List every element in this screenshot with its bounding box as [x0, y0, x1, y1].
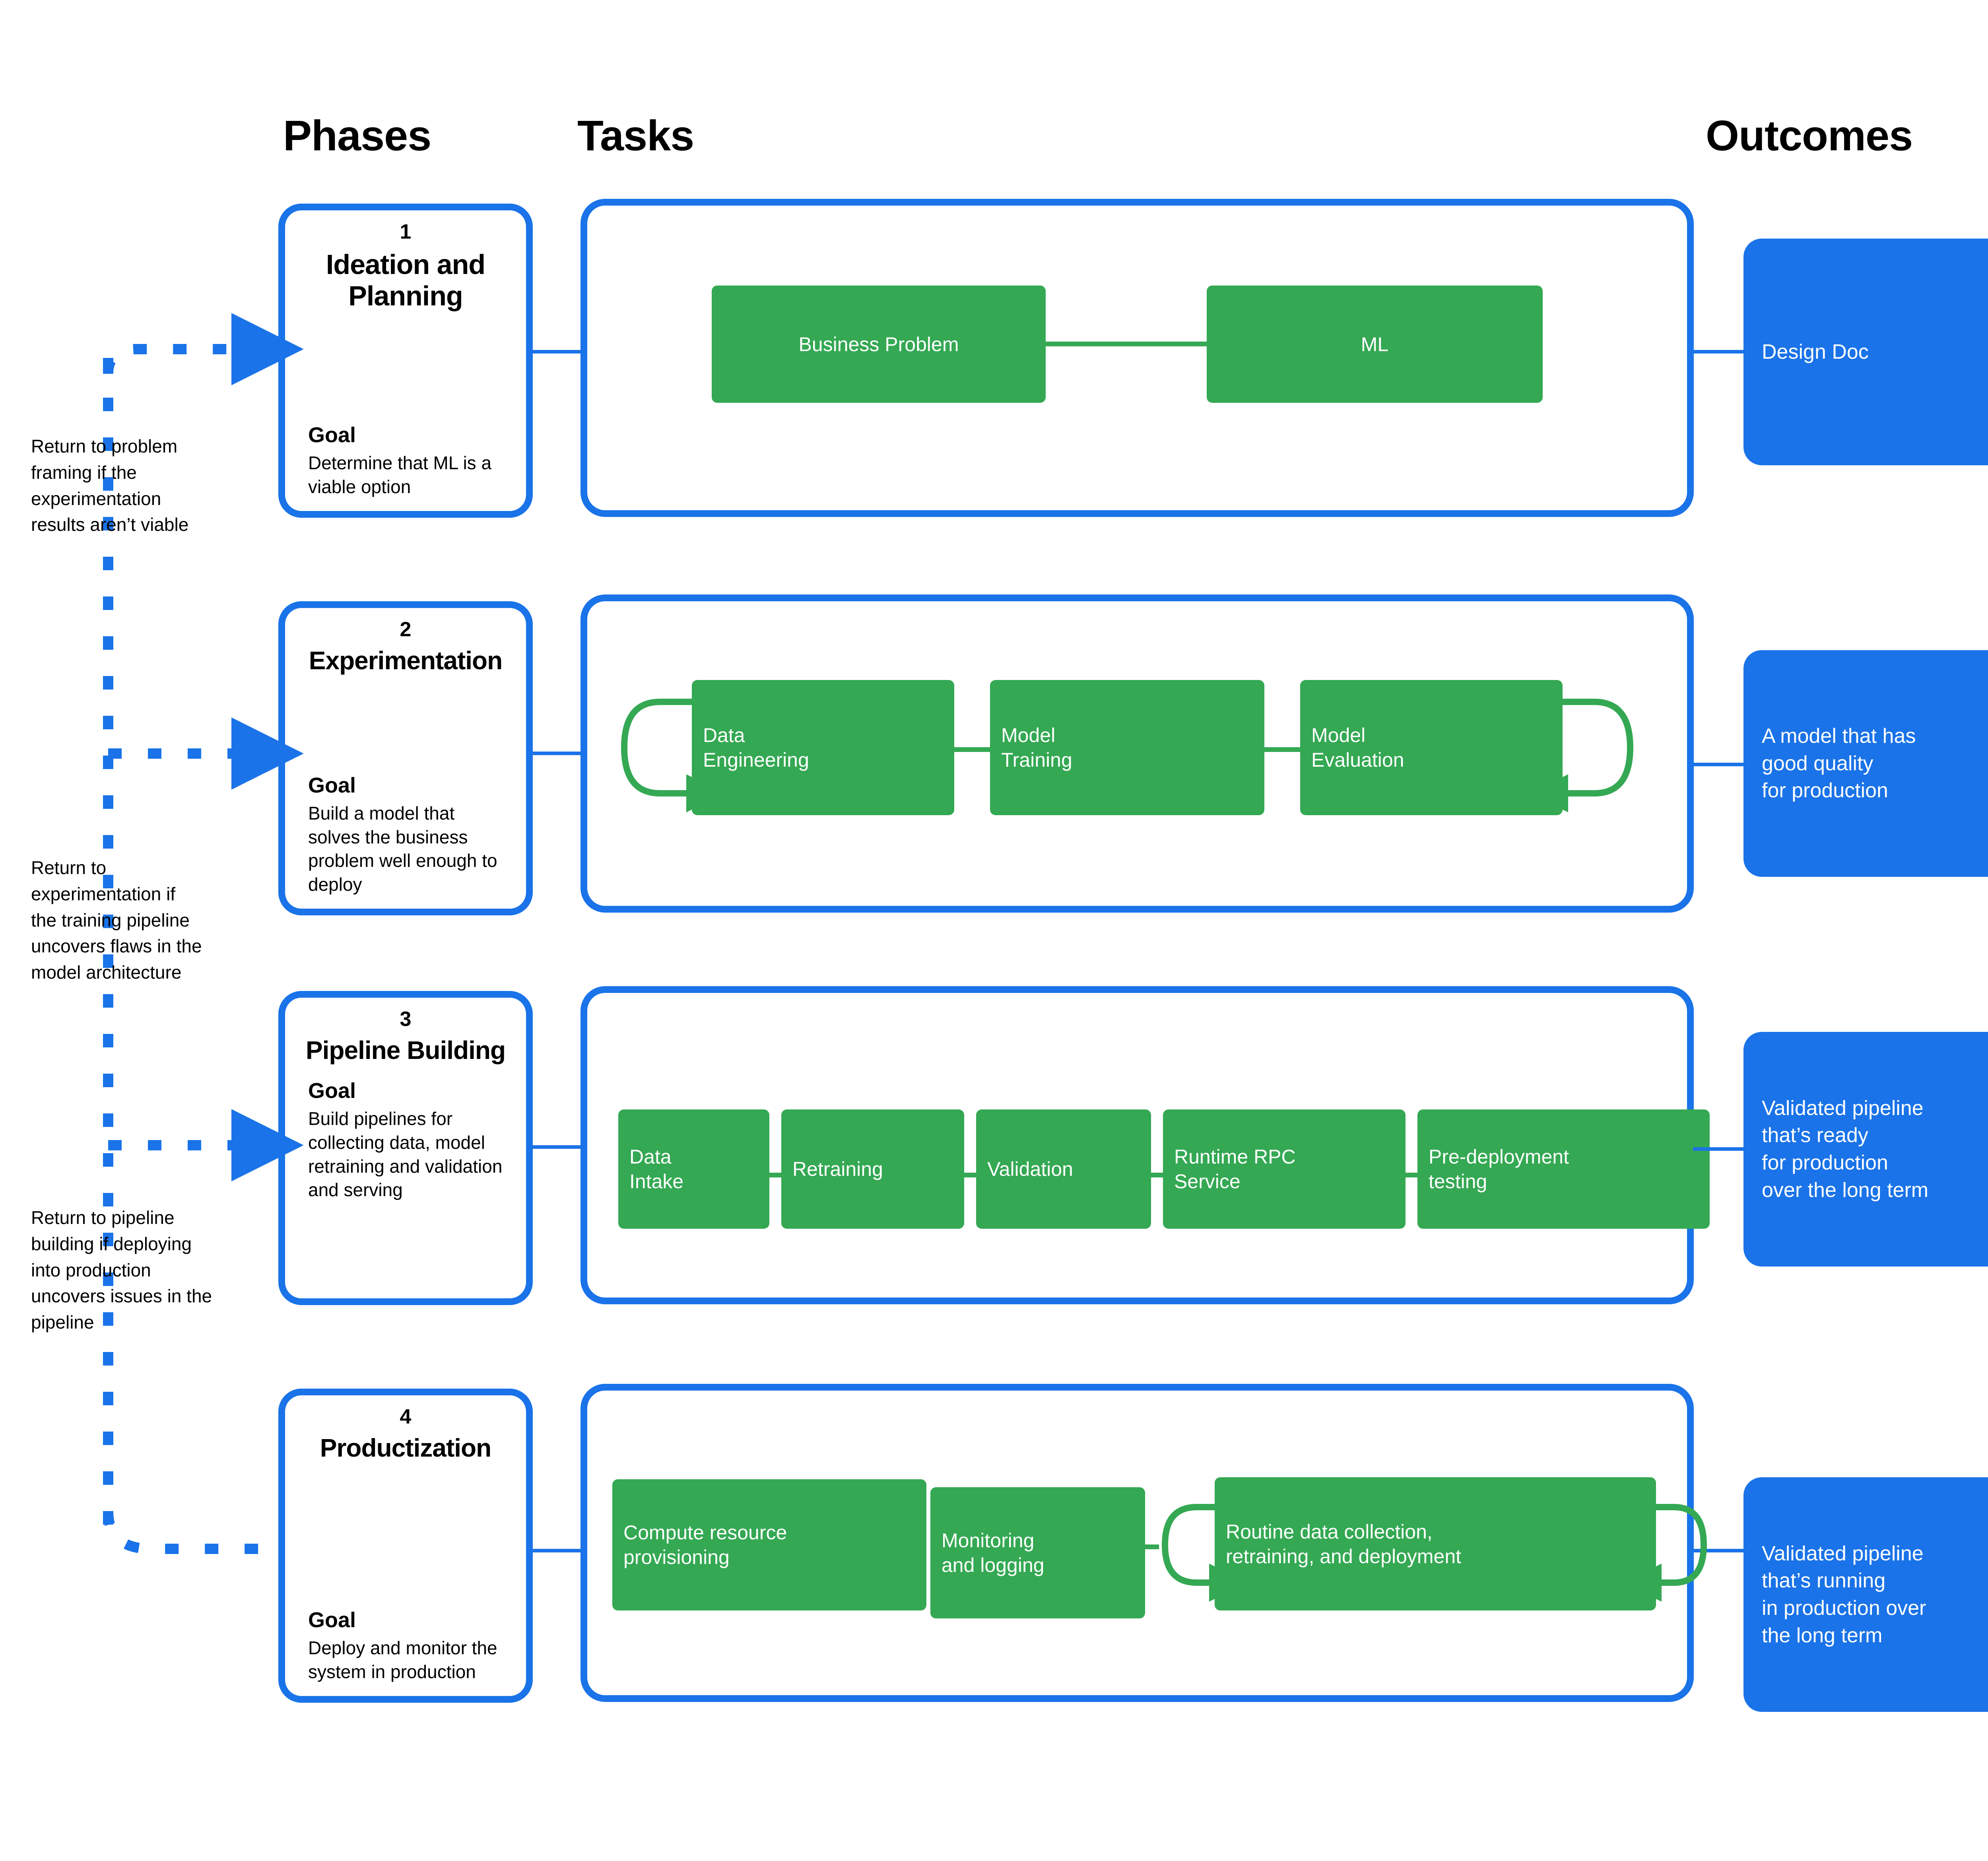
feedback-line-phase-4-source — [103, 1511, 278, 1554]
task-box[interactable]: Model Training — [990, 680, 1264, 815]
phase-title: Ideation and Planning — [326, 249, 485, 311]
phase-title: Productization — [320, 1434, 491, 1463]
task-box[interactable]: Validation — [976, 1109, 1151, 1229]
task-connector-3d — [1404, 1171, 1419, 1179]
phase-goal: Goal Build a model that solves the busin… — [303, 773, 509, 897]
connector-tasks2-outcome — [1693, 763, 1745, 766]
outcome-box-4[interactable]: Validated pipeline that’s running in pro… — [1743, 1477, 1988, 1712]
phase-card-3[interactable]: 3 Pipeline Building Goal Build pipelines… — [278, 991, 533, 1305]
phase-title: Pipeline Building — [305, 1036, 506, 1065]
connector-phase2-tasks — [532, 752, 583, 755]
goal-label: Goal — [308, 1078, 356, 1103]
task-connector-2b — [1260, 746, 1304, 754]
goal-text: Deploy and monitor the system in product… — [308, 1638, 497, 1682]
goal-text: Build a model that solves the business p… — [308, 802, 497, 895]
task-connector-2a — [950, 746, 994, 754]
task-box[interactable]: Data Intake — [618, 1109, 769, 1229]
task-box[interactable]: Monitoring and logging — [930, 1487, 1145, 1618]
task-box[interactable]: Business Problem — [712, 286, 1046, 403]
connector-tasks3-outcome — [1693, 1147, 1745, 1151]
annotation-return-to-problem-framing: Return to problem framing if the experim… — [31, 436, 189, 535]
connector-tasks1-outcome — [1693, 350, 1745, 354]
task-box[interactable]: Retraining — [781, 1109, 964, 1229]
connector-tasks4-outcome — [1693, 1549, 1745, 1552]
task-connector-3b — [962, 1171, 978, 1179]
feedback-arrow-to-phase-1 — [103, 313, 304, 385]
outcome-box-2[interactable]: A model that has good quality for produc… — [1743, 650, 1988, 877]
goal-label: Goal — [308, 423, 356, 447]
phase-goal: Goal Deploy and monitor the system in pr… — [303, 1608, 509, 1684]
goal-label: Goal — [308, 1608, 356, 1632]
task-box[interactable]: Model Evaluation — [1300, 680, 1563, 815]
phase-card-4[interactable]: 4 Productization Goal Deploy and monitor… — [278, 1389, 533, 1703]
annotation-return-to-experimentation: Return to experimentation if the trainin… — [31, 857, 202, 983]
connector-phase3-tasks — [532, 1145, 583, 1149]
task-box[interactable]: Compute resource provisioning — [612, 1479, 926, 1610]
column-heading-tasks: Tasks — [577, 111, 694, 159]
outcome-box-1[interactable]: Design Doc — [1743, 239, 1988, 465]
task-connector-1a — [1038, 340, 1213, 348]
phase-card-1[interactable]: 1 Ideation and Planning Goal Determine t… — [278, 204, 533, 518]
phase-title: Experimentation — [309, 646, 503, 675]
goal-text: Build pipelines for collecting data, mod… — [308, 1108, 503, 1201]
column-heading-outcomes: Outcomes — [1706, 111, 1913, 159]
goal-text: Determine that ML is a viable option — [308, 453, 492, 497]
outcome-box-3[interactable]: Validated pipeline that’s ready for prod… — [1743, 1032, 1988, 1267]
task-box[interactable]: Data Engineering — [692, 680, 954, 815]
phase-goal: Goal Build pipelines for collecting data… — [303, 1078, 509, 1202]
task-box[interactable]: Routine data collection, retraining, and… — [1215, 1477, 1656, 1610]
phase-card-2[interactable]: 2 Experimentation Goal Build a model tha… — [278, 601, 533, 915]
connector-phase1-tasks — [532, 350, 583, 354]
phase-number: 4 — [400, 1405, 412, 1428]
connector-phase4-tasks — [532, 1549, 583, 1552]
phase-number: 1 — [400, 220, 412, 243]
task-box[interactable]: Runtime RPC Service — [1163, 1109, 1406, 1229]
annotation-return-to-pipeline-building: Return to pipeline building if deploying… — [31, 1207, 212, 1333]
task-connector-3c — [1149, 1171, 1165, 1179]
task-box[interactable]: Pre-deployment testing — [1417, 1109, 1710, 1229]
column-heading-phases: Phases — [283, 111, 431, 159]
task-connector-3a — [767, 1171, 783, 1179]
task-box[interactable]: ML — [1207, 286, 1543, 403]
phase-goal: Goal Determine that ML is a viable optio… — [303, 423, 509, 499]
phase-number: 2 — [400, 618, 412, 641]
phase-number: 3 — [400, 1008, 412, 1031]
goal-label: Goal — [308, 773, 356, 797]
